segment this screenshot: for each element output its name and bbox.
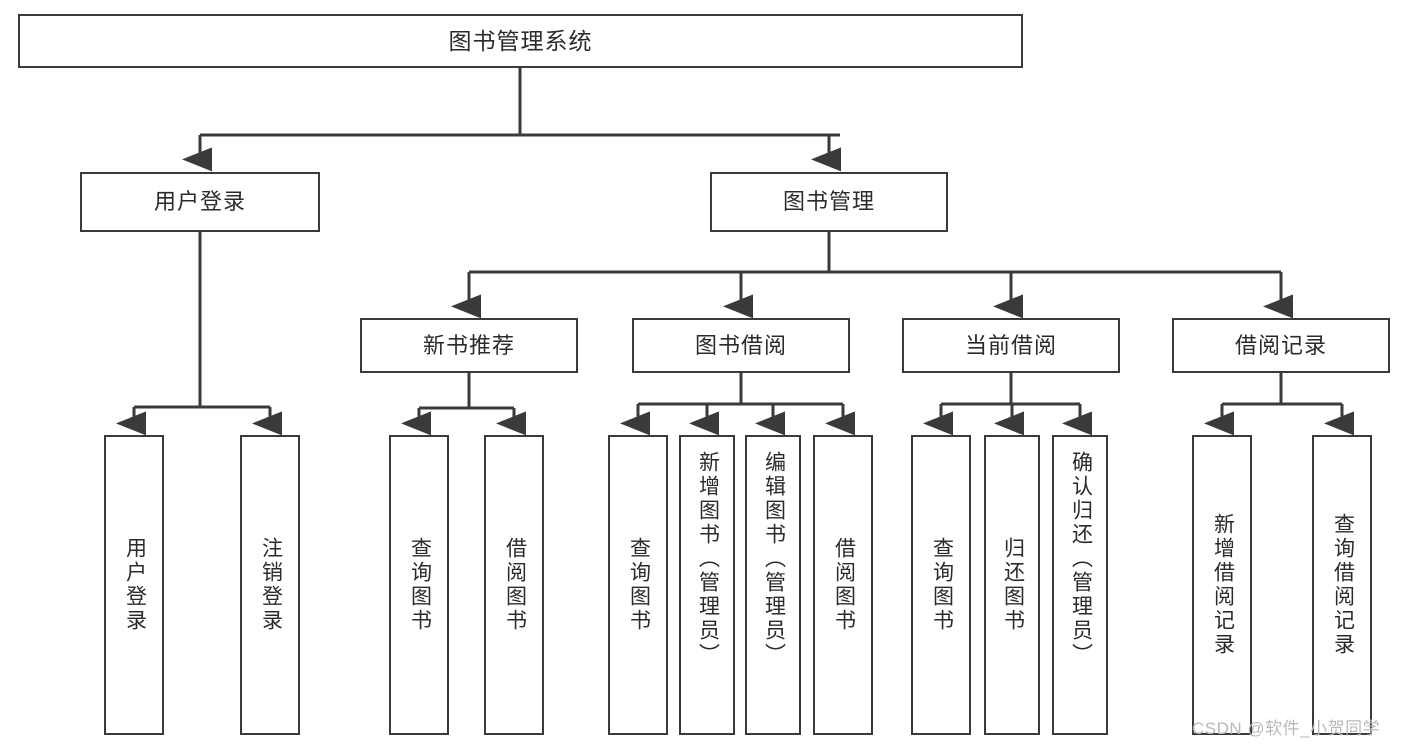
node-label: 注销登录 xyxy=(259,537,283,633)
node-label: 查询图书 xyxy=(408,537,432,633)
node-leaf-add-book-admin[interactable]: 新增图书（管理员） xyxy=(679,435,735,735)
node-label: 查询图书 xyxy=(627,537,651,633)
node-label: 借阅图书 xyxy=(503,537,527,633)
node-leaf-logout[interactable]: 注销登录 xyxy=(240,435,300,735)
node-label: 借阅记录 xyxy=(1234,332,1327,358)
node-leaf-add-borrow-record[interactable]: 新增借阅记录 xyxy=(1192,435,1252,735)
node-book-borrow[interactable]: 图书借阅 xyxy=(632,318,850,373)
node-label: 图书管理 xyxy=(782,189,875,215)
node-label: 新增图书（管理员） xyxy=(696,451,720,667)
node-label: 新书推荐 xyxy=(422,332,515,358)
node-root-book-management-system[interactable]: 图书管理系统 xyxy=(18,14,1023,68)
node-label: 图书管理系统 xyxy=(448,27,593,54)
node-label: 查询借阅记录 xyxy=(1331,513,1355,657)
node-label: 查询图书 xyxy=(930,537,954,633)
node-label: 编辑图书（管理员） xyxy=(762,451,786,667)
node-current-borrow[interactable]: 当前借阅 xyxy=(902,318,1120,373)
node-label: 新增借阅记录 xyxy=(1211,513,1235,657)
node-leaf-query-book-current[interactable]: 查询图书 xyxy=(911,435,971,735)
node-leaf-borrow-book[interactable]: 借阅图书 xyxy=(813,435,873,735)
node-leaf-borrow-book-recommend[interactable]: 借阅图书 xyxy=(484,435,544,735)
node-label: 当前借阅 xyxy=(964,332,1057,358)
node-leaf-query-book-recommend[interactable]: 查询图书 xyxy=(389,435,449,735)
node-label: 归还图书 xyxy=(1001,537,1025,633)
node-leaf-query-book-borrow[interactable]: 查询图书 xyxy=(608,435,668,735)
node-user-login[interactable]: 用户登录 xyxy=(80,172,320,232)
node-label: 借阅图书 xyxy=(832,537,856,633)
node-leaf-edit-book-admin[interactable]: 编辑图书（管理员） xyxy=(745,435,801,735)
node-label: 确认归还（管理员） xyxy=(1069,451,1093,667)
node-leaf-return-book[interactable]: 归还图书 xyxy=(984,435,1040,735)
node-leaf-confirm-return-admin[interactable]: 确认归还（管理员） xyxy=(1052,435,1108,735)
node-leaf-query-borrow-record[interactable]: 查询借阅记录 xyxy=(1312,435,1372,735)
node-label: 用户登录 xyxy=(153,189,246,215)
node-label: 用户登录 xyxy=(123,537,147,633)
node-new-book-recommend[interactable]: 新书推荐 xyxy=(360,318,578,373)
node-book-management[interactable]: 图书管理 xyxy=(710,172,948,232)
node-borrow-record[interactable]: 借阅记录 xyxy=(1172,318,1390,373)
node-leaf-user-login[interactable]: 用户登录 xyxy=(104,435,164,735)
csdn-watermark: CSDN @软件_小贺同学 xyxy=(1192,719,1381,738)
node-label: 图书借阅 xyxy=(694,332,787,358)
